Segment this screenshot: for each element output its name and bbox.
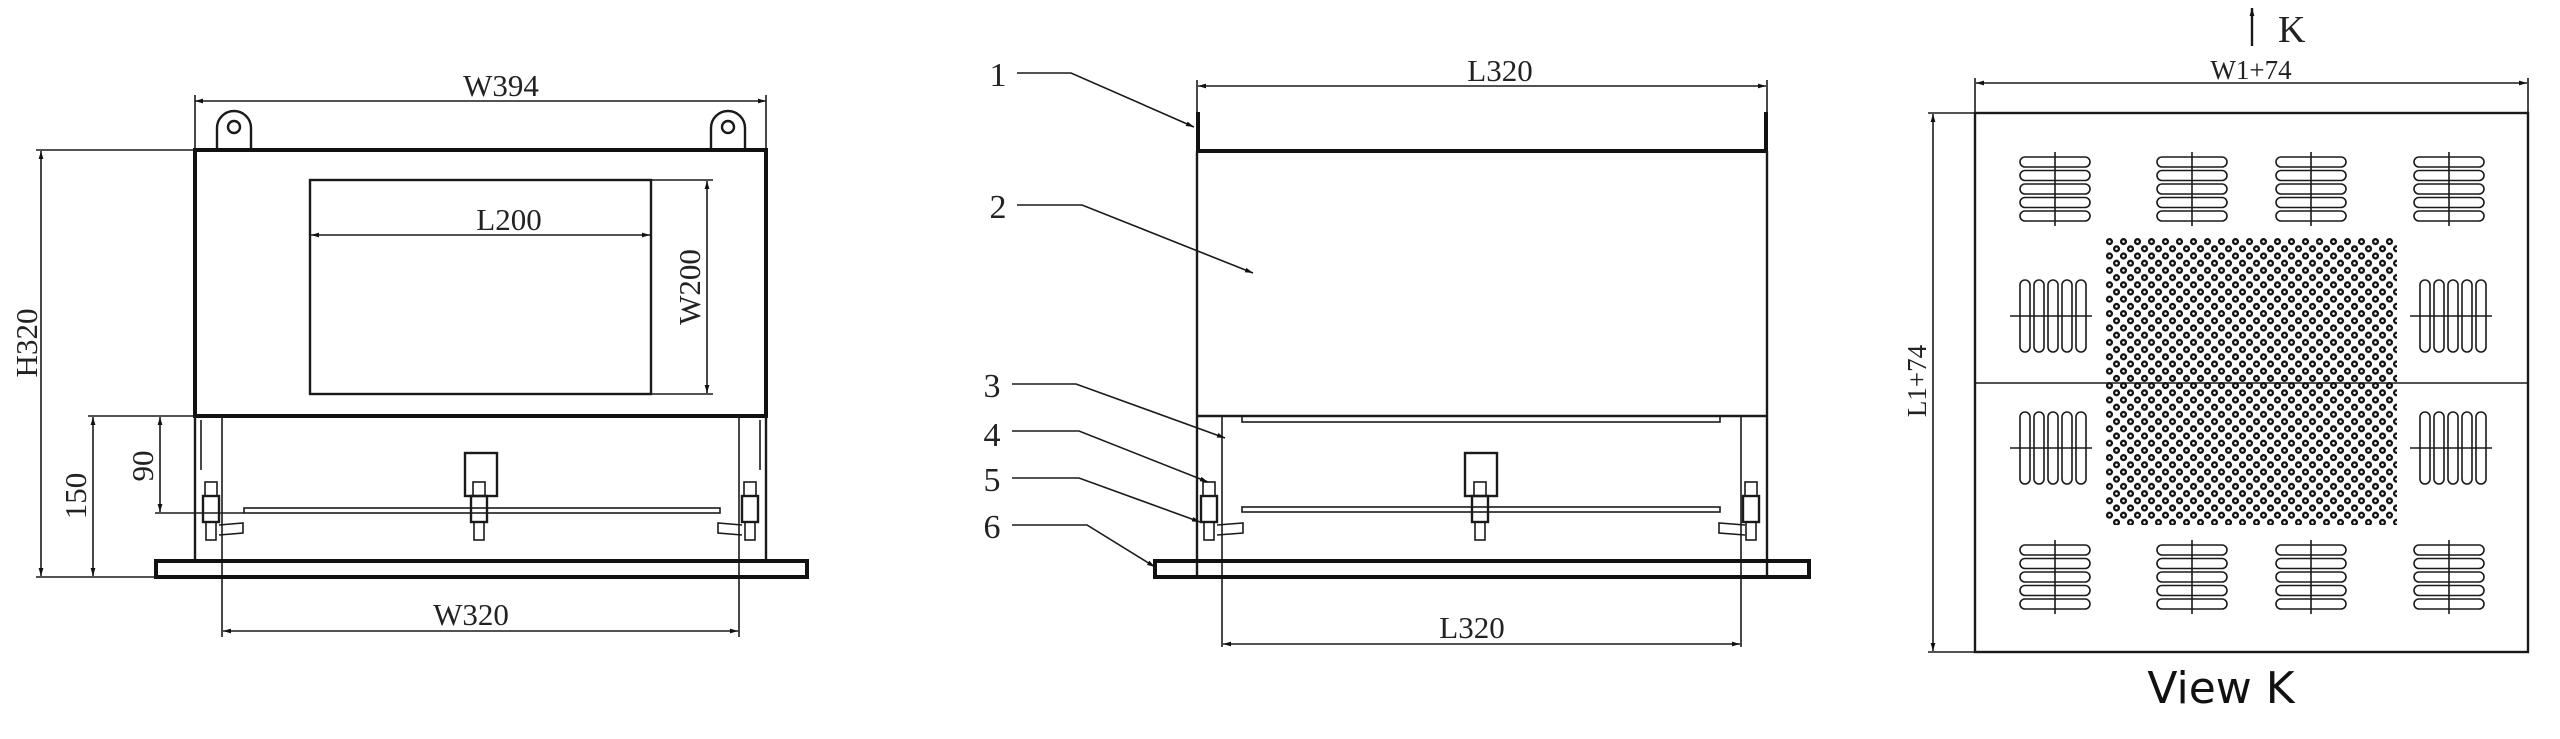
dim-90: 90 — [125, 451, 160, 482]
louver-right-2 — [2409, 411, 2493, 485]
clamp-left — [1216, 522, 1244, 536]
hepa-filter — [1241, 415, 1721, 423]
center-bracket — [1463, 451, 1499, 498]
dim-l320-bottom: L320 — [1439, 610, 1504, 645]
dim-width: W1+74 — [2210, 55, 2292, 85]
callout-4: 4 — [984, 417, 1209, 483]
callout-1: 1 — [990, 57, 1195, 128]
callout-5: 5 — [984, 462, 1201, 523]
lifting-lug-right — [709, 109, 747, 150]
clamp-right — [1718, 522, 1746, 536]
latch-right — [1741, 480, 1761, 542]
front-view: W394 L200 W200 H320 — [9, 68, 809, 637]
latch-right — [740, 480, 760, 542]
louver-top-1 — [2019, 151, 2091, 227]
dim-h320: H320 — [9, 309, 44, 378]
louver-bottom-2 — [2156, 539, 2228, 615]
callout-6: 6 — [984, 509, 1156, 568]
dim-w394: W394 — [463, 68, 539, 103]
latch-left — [201, 480, 221, 542]
dim-w320: W320 — [433, 597, 509, 632]
view-k: K W1+74 L1+74 View K — [1902, 8, 2530, 714]
dim-l200: L200 — [476, 202, 541, 237]
view-caption: View K — [2147, 663, 2295, 714]
louver-left-2 — [2009, 411, 2093, 485]
ceiling-flange — [154, 559, 809, 579]
callout-number: 4 — [984, 417, 1001, 454]
diffuser-rail — [243, 507, 721, 514]
louver-top-3 — [2275, 151, 2347, 227]
louver-top-2 — [2156, 151, 2228, 227]
dim-w200: W200 — [672, 249, 707, 325]
louver-bottom-3 — [2275, 539, 2347, 615]
callout-number: 2 — [990, 189, 1007, 226]
louver-bottom-4 — [2413, 539, 2485, 615]
side-view: L320 L320 1 2 3 4 — [984, 53, 1811, 647]
perforated-area — [2106, 238, 2397, 525]
callout-3: 3 — [984, 368, 1226, 439]
lifting-lug-left — [215, 109, 253, 150]
dim-150: 150 — [58, 473, 93, 520]
clamp-left — [218, 522, 244, 536]
callout-2: 2 — [990, 189, 1254, 274]
latch-left — [1199, 480, 1219, 542]
diffuser-rail — [1241, 506, 1721, 513]
opening-rect — [308, 178, 653, 396]
callout-number: 5 — [984, 462, 1001, 499]
latch-center — [469, 480, 489, 542]
callout-number: 6 — [984, 509, 1001, 546]
callout-number: 3 — [984, 368, 1001, 405]
dim-length: L1+74 — [1902, 344, 1932, 417]
housing-upper — [193, 148, 768, 418]
louver-bottom-1 — [2019, 539, 2091, 615]
clamp-right — [717, 522, 743, 536]
latch-center — [1470, 480, 1490, 542]
center-bracket — [463, 451, 499, 498]
callout-number: 1 — [990, 57, 1007, 94]
louver-right-1 — [2409, 279, 2493, 353]
ceiling-flange — [1153, 559, 1811, 579]
view-arrow-label: K — [2278, 9, 2306, 51]
louver-top-4 — [2413, 151, 2485, 227]
louver-left-1 — [2009, 279, 2093, 353]
dim-l320-top: L320 — [1467, 53, 1532, 88]
